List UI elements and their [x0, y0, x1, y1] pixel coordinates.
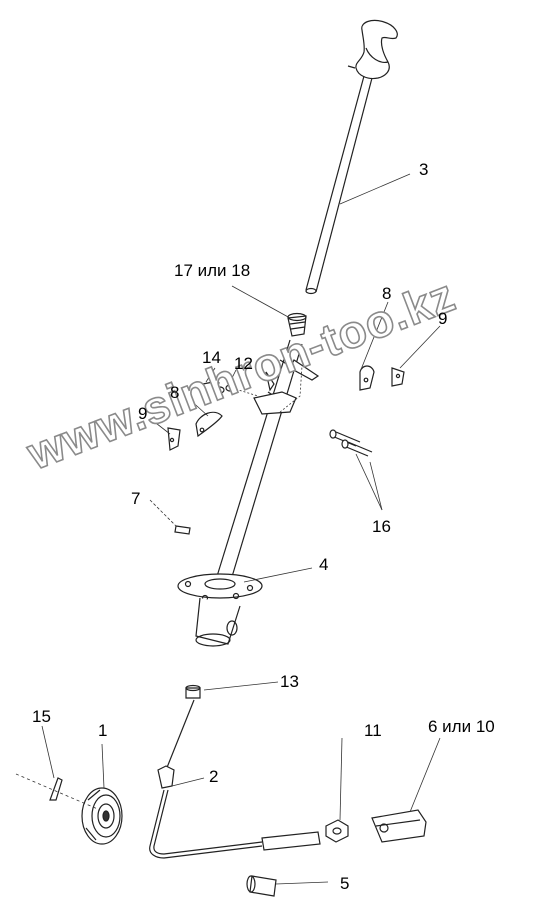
label-part-1: 1	[98, 721, 108, 740]
label-part-4: 4	[319, 555, 329, 574]
lever-rod-part	[305, 19, 398, 295]
split-pin-part	[49, 777, 63, 801]
small-clips-parts	[202, 377, 235, 394]
label-part-12: 12	[234, 354, 253, 373]
leader-lines	[15, 173, 441, 885]
label-part-9-left: 9	[138, 404, 148, 423]
label-part-7: 7	[131, 489, 141, 508]
label-part-6-or-10: 6 или 10	[428, 717, 495, 736]
sleeve-part	[185, 684, 201, 699]
pulley-part	[81, 787, 123, 845]
label-part-8-left: 8	[170, 383, 180, 402]
label-part-14: 14	[202, 348, 221, 367]
label-part-17-or-18: 17 или 18	[174, 261, 251, 280]
label-part-11: 11	[364, 721, 382, 740]
pins-part	[329, 429, 373, 457]
nut-part	[325, 819, 349, 843]
small-pin-part	[174, 525, 191, 535]
left-bracket-parts	[167, 411, 223, 451]
cable-rod-part	[149, 699, 321, 859]
plug-part	[287, 312, 307, 337]
label-part-9-right: 9	[438, 309, 448, 328]
label-part-16: 16	[372, 517, 391, 536]
right-bracket-parts	[359, 365, 405, 391]
label-part-8-right: 8	[382, 284, 392, 303]
label-part-3: 3	[419, 160, 429, 179]
label-part-15: 15	[32, 707, 51, 726]
label-part-13: 13	[280, 672, 299, 691]
fork-part	[371, 809, 427, 843]
end-sleeve-part	[246, 875, 277, 897]
column-part	[177, 339, 320, 647]
label-part-2: 2	[209, 767, 219, 786]
label-part-5: 5	[340, 874, 350, 893]
